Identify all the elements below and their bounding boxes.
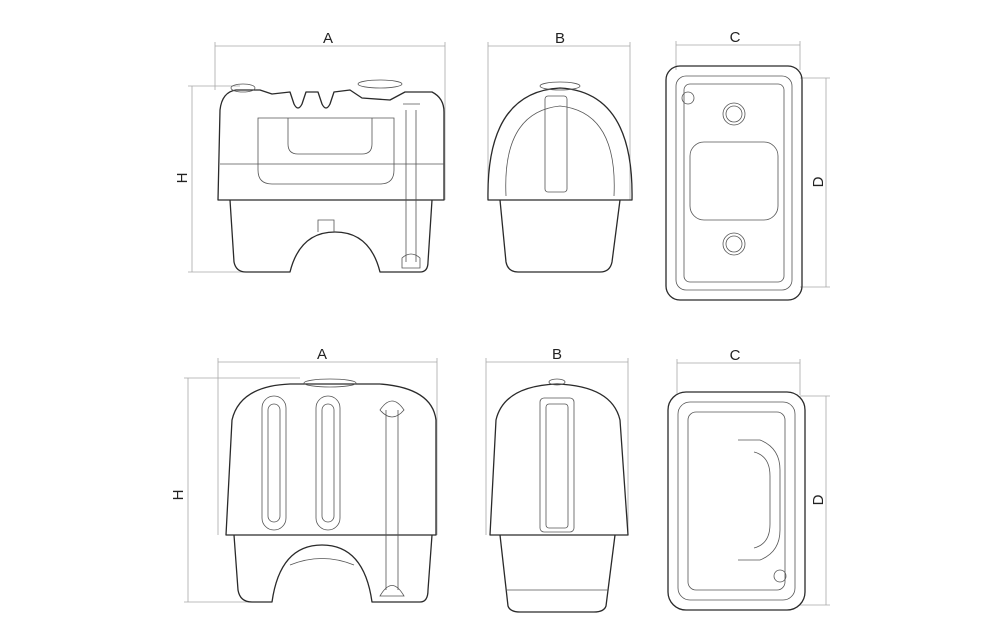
label-c: C <box>730 347 741 364</box>
label-h: H <box>170 490 187 501</box>
top-plan-view: C D <box>665 29 830 301</box>
top-side-view: B <box>487 30 633 273</box>
label-b: B <box>552 346 562 363</box>
label-h: H <box>174 173 191 184</box>
label-a: A <box>323 30 333 47</box>
label-b: B <box>555 30 565 47</box>
bottom-side-view: B <box>485 346 629 613</box>
bottom-front-view: A H <box>170 346 438 603</box>
label-d: D <box>810 494 827 505</box>
label-d: D <box>810 176 827 187</box>
top-front-view: A H <box>174 30 446 273</box>
label-c: C <box>730 29 741 46</box>
label-a: A <box>317 346 327 363</box>
bottom-plan-view: C D <box>667 347 830 611</box>
